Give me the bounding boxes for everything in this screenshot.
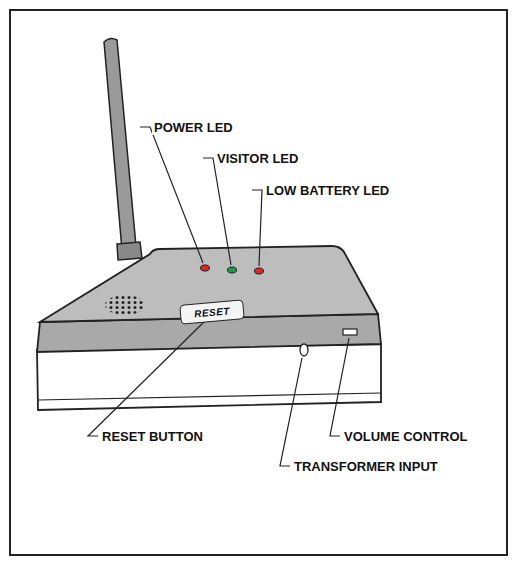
- leader-line: [140, 127, 203, 263]
- leader-line: [330, 338, 349, 436]
- leader-line: [252, 190, 262, 266]
- base: [37, 344, 381, 410]
- frame: [10, 10, 507, 555]
- leader-lines: [88, 127, 349, 466]
- base-edge: [38, 393, 381, 400]
- antenna-base: [117, 242, 142, 260]
- shell-top: [40, 246, 378, 322]
- button-text: RESET: [194, 305, 231, 319]
- leader-line: [203, 158, 231, 265]
- antenna: [104, 38, 136, 250]
- callout-label: RESET BUTTON: [100, 429, 205, 444]
- low-battery-led: [255, 268, 264, 274]
- callout-label: VOLUME CONTROL: [342, 429, 470, 444]
- speaker-grille: [105, 295, 145, 315]
- callout-label: TRANSFORMER INPUT: [292, 459, 440, 474]
- power-led: [201, 265, 210, 271]
- transformer-input: [300, 344, 308, 356]
- volume-control: [343, 329, 357, 335]
- callout-label: POWER LED: [152, 120, 235, 135]
- callout-label: VISITOR LED: [215, 151, 300, 166]
- visitor-led: [228, 267, 237, 273]
- callout-label: LOW BATTERY LED: [264, 183, 391, 198]
- leader-line: [88, 320, 206, 436]
- leader-line: [280, 358, 302, 466]
